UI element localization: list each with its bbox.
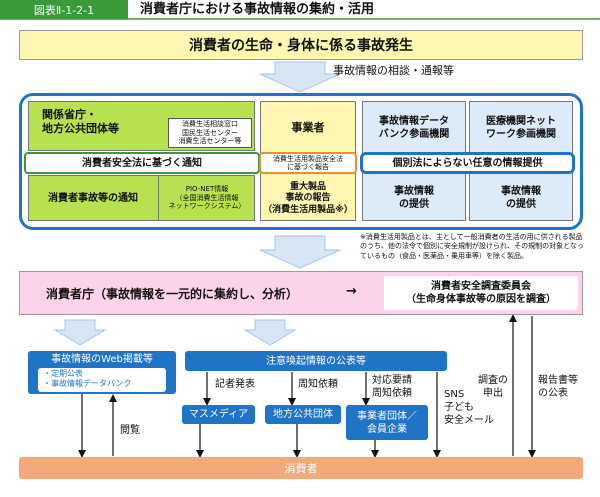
- agency-text: 消費者庁（事故情報を一元的に集約し、分析）: [46, 287, 299, 301]
- business-title: 事業者: [291, 120, 325, 134]
- alert-publication-bar: 注意喚起情報の公表等: [185, 351, 447, 371]
- gov-bottom-panel: [28, 175, 255, 221]
- intake-arrow: [259, 61, 341, 93]
- alert-arrow: [243, 319, 297, 346]
- web-posting-title: 事故情報のWeb掲載等: [51, 354, 153, 365]
- pionet-info: PIO-NET情報 （全国消費生活情報 ネットワークシステム）: [168, 184, 246, 211]
- figure-title: 消費者庁における事故情報の集約・活用: [140, 2, 375, 17]
- figure-number: 図表Ⅱ-1-2-1: [0, 0, 128, 19]
- business-orgs-box: 事業者団体／ 会員企業: [346, 405, 428, 440]
- consumers-band: 消費者: [19, 457, 583, 479]
- gov-divider: [158, 175, 159, 221]
- mass-media-box: マスメディア: [182, 405, 255, 424]
- web-posting-items: ・定期公表 ・事故情報データバンク: [38, 368, 166, 392]
- safety-act-notice-bar: 消費者安全法に基づく通知: [24, 152, 260, 174]
- collect-arrow: [259, 235, 341, 269]
- local-gov-box: 地方公共団体: [265, 405, 341, 424]
- sns-label: SNS 子ども 安全メール: [444, 389, 494, 426]
- apply-label: 調査の 申出: [478, 375, 508, 399]
- coop-request-label: 対応要請 周知依頼: [372, 375, 412, 399]
- report-publish-label: 報告書等 の公表: [538, 375, 578, 399]
- request-label: 周知依頼: [298, 379, 338, 390]
- press-release-label: 記者発表: [215, 379, 255, 390]
- safety-investigation-committee: 消費者安全調査委員会 （生命身体事故等の原因を調査）: [384, 276, 578, 310]
- intake-arrow-label: 事故情報の相談・通報等: [333, 64, 454, 77]
- databank-provide: 事故情報 の提供: [394, 186, 434, 210]
- medical-provide: 事故情報 の提供: [501, 186, 541, 210]
- web-arrow: [53, 319, 107, 346]
- agency-arrow: →: [346, 284, 357, 299]
- major-accident-report: 重大製品 事故の報告 （消費生活用製品※）: [263, 182, 353, 215]
- product-safety-act-note: 消費生活用製品安全法 に基づく報告: [259, 152, 357, 174]
- voluntary-info-bar: 個別法によらない任意の情報提供: [360, 152, 575, 174]
- browse-label: 閲覧: [120, 425, 140, 436]
- medical-title: 医療機関ネット ワーク参画機関: [486, 116, 556, 140]
- incident-notice: 消費者事故等の通知: [48, 192, 138, 204]
- consultation-desk-box: 消費生活相談窓口 国民生活センター 消費生活センター等: [168, 118, 252, 148]
- gov-title: 関係省庁・ 地方公共団体等: [42, 108, 119, 136]
- footnote: ※消費生活用製品とは、主として一般消費者の生活の用に供される製品のうち、他の法令…: [360, 233, 584, 260]
- accident-occurrence-banner: 消費者の生命・身体に係る事故発生: [19, 30, 583, 60]
- databank-title: 事故情報データ バンク参画機関: [378, 116, 450, 140]
